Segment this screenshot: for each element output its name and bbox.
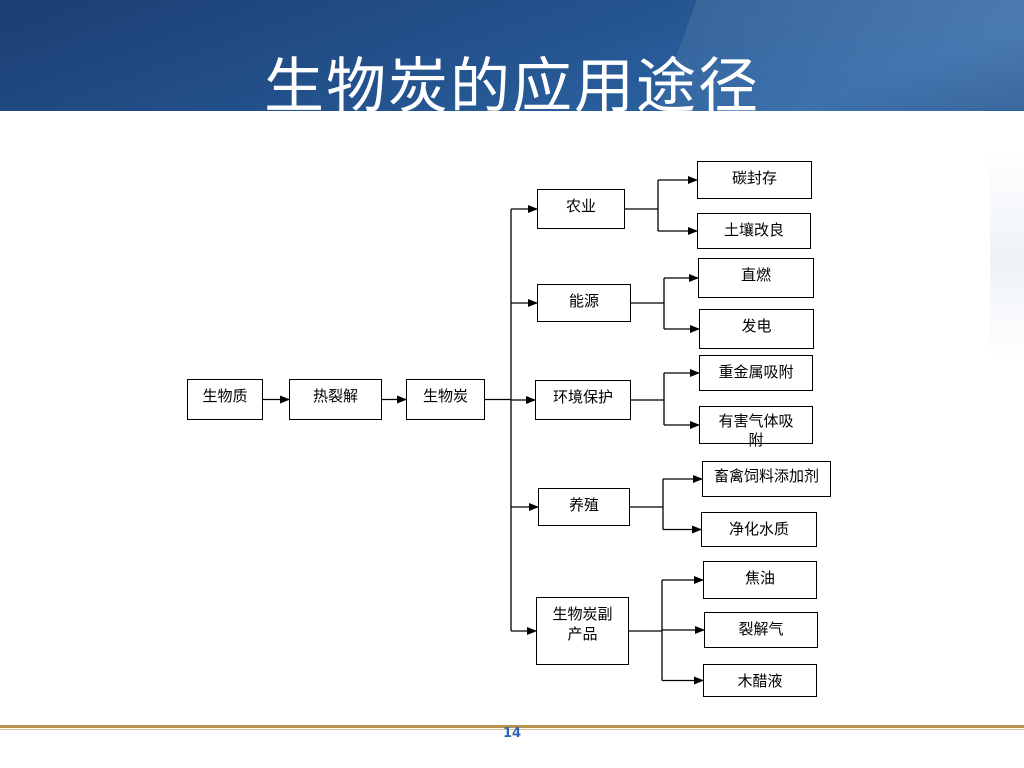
diagram-canvas [0,111,990,723]
node-energy: 能源 [537,284,631,322]
slide-title: 生物炭的应用途径 [264,52,760,122]
node-pyrolysis-gas: 裂解气 [704,612,818,648]
node-breeding: 养殖 [538,488,630,526]
node-direct-combustion: 直燃 [698,258,814,298]
node-soil-improvement: 土壤改良 [697,213,811,249]
footer-rule [0,725,1024,728]
right-band-decoration [990,111,1024,361]
footer-rule-thin [0,729,1024,730]
node-biochar-byproducts: 生物炭副产品 [536,597,629,665]
node-heavy-metal-adsorption: 重金属吸附 [699,355,813,391]
page-number: 14 [502,726,522,741]
node-biomass: 生物质 [187,379,263,420]
node-harmful-gas-adsorption: 有害气体吸附 [699,406,813,449]
node-pyrolysis: 热裂解 [289,379,382,420]
node-biochar: 生物炭 [406,379,485,420]
node-tar: 焦油 [703,561,817,599]
node-carbon-sequestration: 碳封存 [697,161,812,199]
node-environmental-protection: 环境保护 [535,380,631,420]
node-wood-vinegar: 木醋液 [703,664,817,697]
node-water-purification: 净化水质 [701,512,817,547]
node-power-generation: 发电 [699,309,814,349]
node-agriculture: 农业 [537,189,625,229]
node-livestock-feed-additive: 畜禽饲料添加剂 [702,461,831,497]
